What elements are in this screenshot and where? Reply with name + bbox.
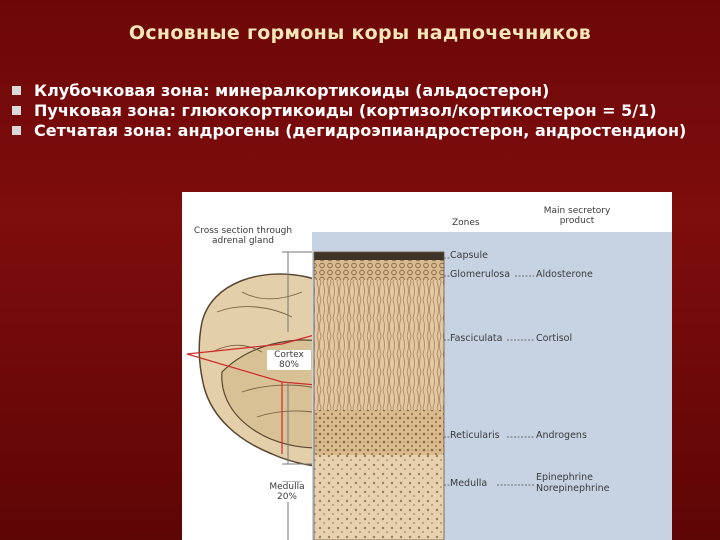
bullet-item: Сетчатая зона: андрогены (дегидроэпиандр…: [12, 122, 712, 140]
zone-reticularis: Reticularis: [450, 431, 500, 441]
bullet-list: Клубочковая зона: минералкортикоиды (аль…: [12, 82, 712, 142]
product-header-line-1: Main secretory: [532, 206, 622, 216]
product-norepinephrine: Norepinephrine: [536, 484, 609, 494]
cortex-label: Cortex 80%: [267, 350, 311, 370]
cross-section-line-1: Cross section through: [188, 226, 298, 236]
product-header: Main secretory product: [532, 206, 622, 226]
medulla-percent: 20%: [264, 492, 310, 502]
slide-title: Основные гормоны коры надпочечников: [0, 22, 720, 44]
zone-medulla: Medulla: [450, 479, 487, 489]
bullet-square-icon: [12, 86, 21, 95]
cross-section-line-2: adrenal gland: [188, 236, 298, 246]
bullet-item: Пучковая зона: глюкокортикоиды (кортизол…: [12, 102, 712, 120]
cortex-label-text: Cortex: [267, 350, 311, 360]
zone-fasciculata: Fasciculata: [450, 334, 502, 344]
bullet-text: Клубочковая зона: минералкортикоиды (аль…: [34, 81, 549, 100]
medulla-label: Medulla 20%: [264, 482, 310, 502]
zone-capsule: Capsule: [450, 251, 488, 261]
adrenal-diagram: Cross section through adrenal gland Cort…: [182, 192, 672, 540]
bullet-item: Клубочковая зона: минералкортикоиды (аль…: [12, 82, 712, 100]
product-cortisol: Cortisol: [536, 334, 572, 344]
bullet-square-icon: [12, 126, 21, 135]
product-header-line-2: product: [532, 216, 622, 226]
bullet-text: Сетчатая зона: андрогены (дегидроэпиандр…: [34, 121, 686, 140]
bullet-text: Пучковая зона: глюкокортикоиды (кортизол…: [34, 101, 657, 120]
medulla-label-text: Medulla: [264, 482, 310, 492]
product-epinephrine: Epinephrine: [536, 473, 593, 483]
product-androgens: Androgens: [536, 431, 587, 441]
cross-section-label: Cross section through adrenal gland: [188, 226, 298, 246]
cortex-percent: 80%: [267, 360, 311, 370]
zone-glomerulosa: Glomerulosa: [450, 270, 510, 280]
bullet-square-icon: [12, 106, 21, 115]
product-aldosterone: Aldosterone: [536, 270, 593, 280]
zones-header: Zones: [452, 218, 480, 228]
